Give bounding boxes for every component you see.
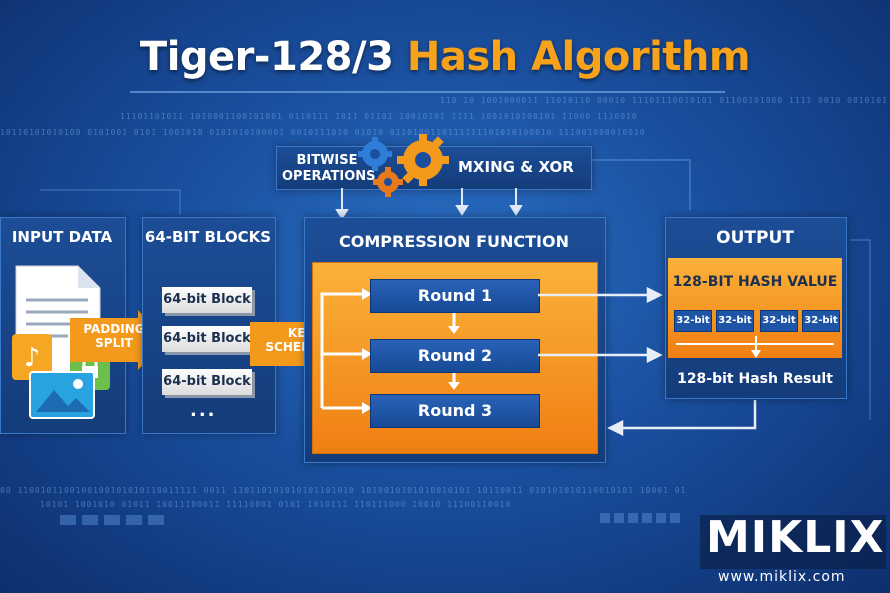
output-heading: OUTPUT (716, 228, 794, 248)
padding-label: PADDING SPLIT (83, 322, 145, 350)
blocks-more: ... (190, 400, 217, 421)
hash-chip: 32-bit (760, 310, 798, 332)
title-part2: Hash Algorithm (406, 34, 751, 80)
round-1: Round 1 (370, 279, 540, 313)
binary-stream: 00 1100101100100100101010110011111 0011 … (0, 486, 687, 495)
bitwise-label: BITWISE OPERATIONS (282, 153, 376, 184)
block-item: 64-bit Block (162, 369, 252, 395)
watermark-url: www.miklix.com (718, 569, 846, 585)
page-title: Tiger-128/3 Hash Algorithm (0, 34, 890, 80)
hash-chip: 32-bit (802, 310, 840, 332)
blocks-heading: 64-BIT BLOCKS (144, 228, 272, 246)
input-heading: INPUT DATA (11, 228, 113, 246)
round-3: Round 3 (370, 394, 540, 428)
title-part1: Tiger-128/3 (139, 34, 394, 80)
binary-stream: 110 10 1001000011 11010110 00010 1110111… (440, 96, 888, 105)
hash-result-label: 128-bit Hash Result (677, 371, 833, 387)
gears-icon (358, 134, 449, 197)
hash-chip: 32-bit (674, 310, 712, 332)
down-arrows-icon (335, 188, 523, 220)
mixing-label: MXING & XOR (458, 158, 574, 176)
hash-merge-arrow-icon (676, 336, 834, 358)
block-item: 64-bit Block (162, 326, 252, 352)
binary-stream: 10110101010100 0101001 0101 1001010 0101… (0, 128, 646, 137)
binary-stream: 11101101011 1010001100101001 0110111 101… (120, 112, 638, 121)
output-arrows-icon (538, 286, 757, 437)
binary-stream: 10101 1001010 01011 10011100011 11110001… (40, 500, 512, 509)
svg-text:♪: ♪ (24, 343, 41, 373)
block-item: 64-bit Block (162, 287, 252, 313)
hash-chip: 32-bit (716, 310, 754, 332)
round-flow-arrows-icon (320, 288, 460, 414)
hash-value-label: 128-BIT HASH VALUE (672, 274, 838, 290)
compression-heading: COMPRESSION FUNCTION (339, 232, 569, 251)
watermark-bg (700, 515, 886, 569)
round-2: Round 2 (370, 339, 540, 373)
watermark-brand: MIKLIX (706, 512, 885, 563)
